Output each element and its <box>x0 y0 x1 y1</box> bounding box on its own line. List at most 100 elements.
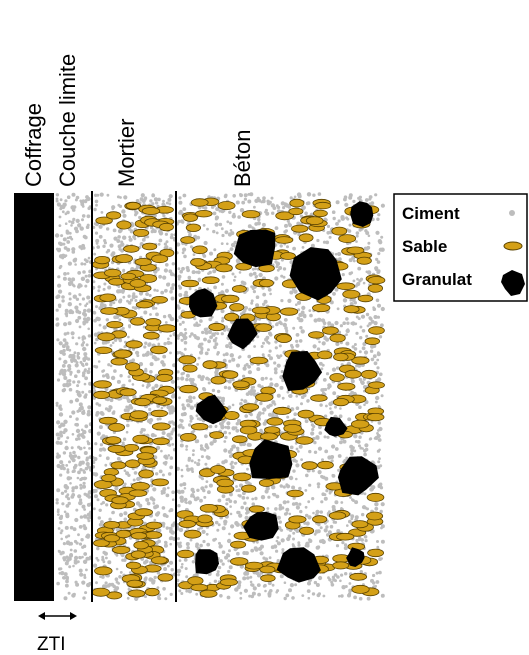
cement-particle <box>177 267 181 271</box>
cement-particle <box>111 205 116 210</box>
cement-particle <box>207 329 212 334</box>
cement-particle <box>338 594 341 598</box>
cement-particle <box>238 271 242 274</box>
sand-grain <box>274 236 294 244</box>
cement-particle <box>125 430 129 434</box>
cement-particle <box>325 525 329 529</box>
cement-particle <box>156 357 160 361</box>
cement-particle <box>233 278 236 282</box>
cement-particle <box>151 386 155 391</box>
cement-particle <box>305 473 309 478</box>
cement-particle <box>121 384 126 388</box>
cement-particle <box>375 580 380 584</box>
cement-particle <box>177 277 181 281</box>
cement-particle <box>120 553 125 558</box>
sand-grain <box>312 209 328 218</box>
cement-particle <box>380 557 384 560</box>
cement-particle <box>213 345 217 350</box>
cement-particle <box>169 341 173 345</box>
cement-particle <box>165 240 169 244</box>
cement-particle <box>185 542 190 546</box>
cement-particle <box>322 240 327 244</box>
cement-particle <box>262 421 267 426</box>
cement-particle <box>193 323 197 327</box>
cement-particle <box>93 252 97 256</box>
cement-particle <box>304 513 309 518</box>
cement-particle <box>65 494 69 499</box>
cement-particle <box>80 428 84 432</box>
sand-grain <box>127 589 146 598</box>
cement-particle <box>292 326 296 330</box>
cement-particle <box>376 449 380 453</box>
cement-particle <box>169 272 175 277</box>
cement-particle <box>181 426 185 430</box>
cement-particle <box>339 579 342 583</box>
cement-particle <box>188 399 193 404</box>
cement-particle <box>181 563 184 566</box>
cement-particle <box>307 515 312 520</box>
cement-particle <box>126 408 130 412</box>
cement-particle <box>300 310 305 315</box>
aggregate-stone <box>276 547 321 583</box>
cement-particle <box>268 556 272 560</box>
cement-particle <box>135 199 140 203</box>
cement-particle <box>251 226 254 229</box>
cement-particle <box>307 596 311 600</box>
cement-particle <box>270 196 274 200</box>
cement-particle <box>181 251 185 255</box>
cement-particle <box>76 409 80 413</box>
cement-particle <box>185 398 190 403</box>
cement-particle <box>83 308 87 313</box>
cement-particle <box>98 522 103 527</box>
cement-particle <box>75 218 80 223</box>
cement-particle <box>250 548 255 553</box>
cement-particle <box>214 222 219 227</box>
cement-particle <box>378 457 381 460</box>
sand-grain <box>280 252 296 260</box>
cement-particle <box>82 476 87 481</box>
cement-particle <box>142 353 146 357</box>
cement-particle <box>349 496 352 499</box>
sand-grain <box>312 303 331 313</box>
sand-grain <box>331 226 348 236</box>
cement-particle <box>83 508 86 511</box>
cement-particle <box>286 245 289 249</box>
cement-particle <box>278 344 282 348</box>
cement-particle <box>84 304 87 308</box>
cement-particle <box>72 564 75 568</box>
cement-particle <box>375 395 380 401</box>
cement-particle <box>121 326 125 330</box>
cement-particle <box>360 380 364 384</box>
sand-grain <box>156 373 173 382</box>
aggregate-stone <box>282 351 323 391</box>
sand-grain <box>332 397 349 407</box>
cement-particle <box>321 475 325 479</box>
sand-grain <box>125 362 141 372</box>
cement-particle <box>275 539 279 543</box>
cement-particle <box>308 309 312 312</box>
cement-particle <box>178 200 183 205</box>
cement-particle <box>223 440 227 443</box>
cement-particle <box>330 583 335 587</box>
sand-grain <box>151 556 168 565</box>
sand-grain <box>317 350 333 360</box>
cement-particle <box>122 437 127 441</box>
cement-particle <box>238 355 242 359</box>
cement-particle <box>214 336 218 340</box>
cement-particle <box>71 192 76 197</box>
cement-particle <box>79 486 83 490</box>
cement-particle <box>191 270 196 275</box>
cement-particle <box>287 405 290 409</box>
cement-particle <box>209 441 214 446</box>
sand-grain <box>360 369 378 379</box>
legend-label-granulat: Granulat <box>402 270 472 289</box>
cement-particle <box>193 317 197 321</box>
sand-grain <box>151 478 169 487</box>
cement-particle <box>358 444 361 448</box>
cement-particle <box>58 224 62 228</box>
cement-particle <box>114 577 119 581</box>
sand-grain <box>343 305 360 314</box>
legend-label-sable: Sable <box>402 237 447 256</box>
cement-particle <box>83 573 86 577</box>
aggregate-stone <box>346 547 365 567</box>
